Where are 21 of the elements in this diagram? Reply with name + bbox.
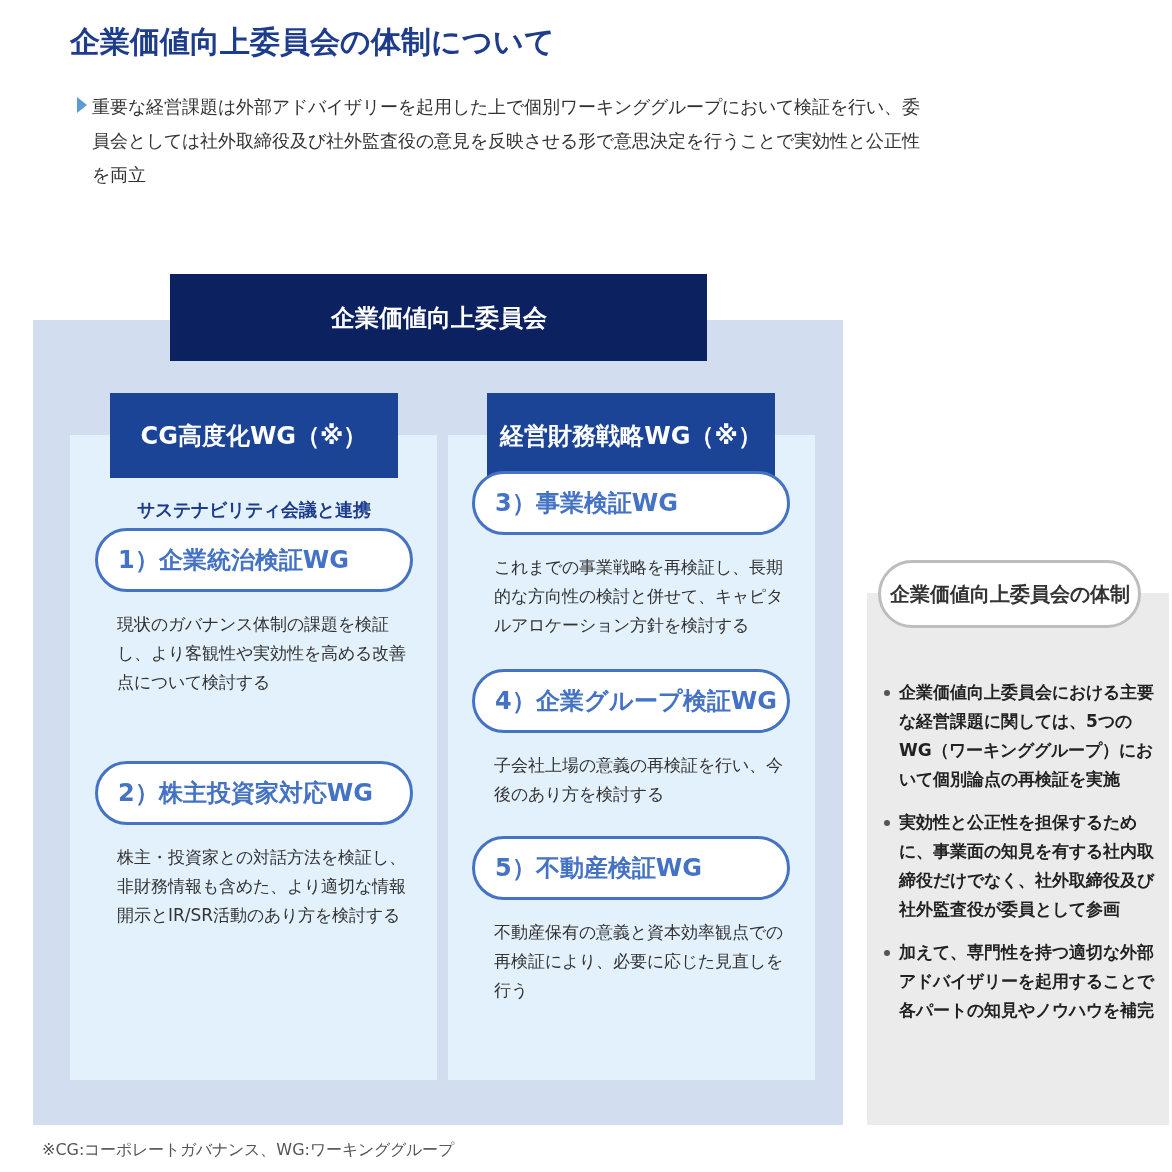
panel-header: 経営財務戦略WG（※）: [487, 393, 775, 478]
wg-pill: 3）事業検証WG: [472, 471, 790, 535]
subtitle: サステナビリティ会議と連携: [135, 498, 372, 522]
wg-pill: 1）企業統治検証WG: [95, 528, 413, 592]
wg-pill: 2）株主投資家対応WG: [95, 761, 413, 825]
panel-header: 企業価値向上委員会: [170, 274, 707, 361]
panel-header: 企業価値向上委員会の体制: [878, 560, 1141, 628]
bullet-text: 企業価値向上委員会における主要な経営課題に関しては、5つのWG（ワーキンググループ）において個別論点の再検証を実施: [899, 681, 1155, 791]
intro-text: 重要な経営課題は外部アドバイザリーを起用した上で個別ワーキンググループにおいて検証を行い、委員会としては社外取締役及び社外監査役の意見を反映させる形で意思決定を行うことで実効性と公正性を両立: [92, 95, 921, 187]
bullet-text: 加えて、専門性を持つ適切な外部アドバイザリーを起用することで各パートの知見やノウハウを補完: [899, 941, 1156, 1022]
description-text: 子会社上場の意義の再検証を行い、今後のあり方を検討する: [494, 754, 784, 806]
description-text: 現状のガバナンス体制の課題を検証し、より客観性や実効性を高める改善点について検討する: [117, 613, 407, 694]
description-text: 不動産保有の意義と資本効率観点での再検証により、必要に応じた見直しを行う: [494, 921, 784, 1002]
wg-pill: 4）企業グループ検証WG: [472, 669, 790, 733]
panel-header: CG高度化WG（※）: [110, 393, 398, 478]
page-title: 企業価値向上委員会の体制について: [70, 23, 555, 61]
description-text: 株主・投資家との対話方法を検証し、非財務情報も含めた、より適切な情報開示とIR/SR活動のあり方を検討する: [117, 846, 407, 927]
footnote: ※CG:コーポレートガバナンス、WG:ワーキンググループ: [42, 1140, 454, 1161]
bullet-text: 実効性と公正性を担保するために、事業面の知見を有する社内取締役だけでなく、社外取締役及び社外監査役が委員として参画: [899, 811, 1156, 921]
wg-pill: 5）不動産検証WG: [472, 836, 790, 900]
description-text: これまでの事業戦略を再検証し、長期的な方向性の検討と併せて、キャピタルアロケーション方針を検討する: [494, 556, 784, 637]
